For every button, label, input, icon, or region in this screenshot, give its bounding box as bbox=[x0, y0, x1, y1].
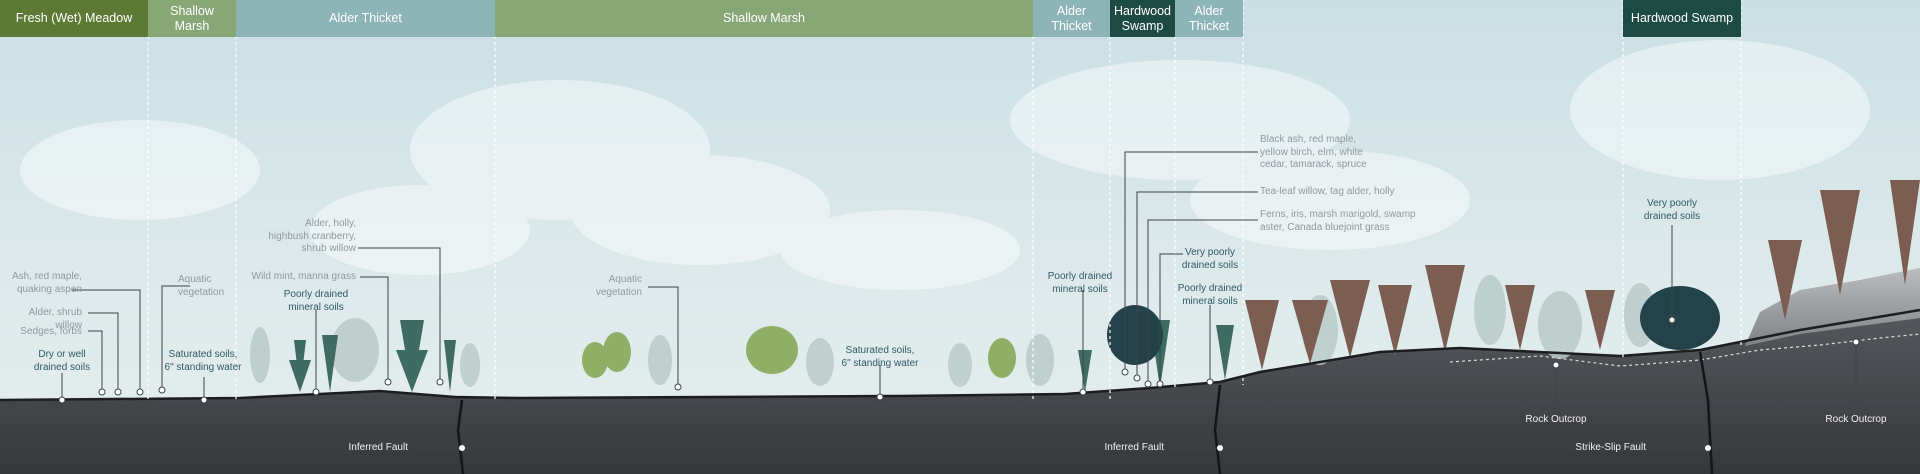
zone-hardwood-swamp-2: Hardwood Swamp bbox=[1623, 0, 1741, 37]
note-dry-soils: Dry or well drained soils bbox=[33, 349, 91, 373]
zone-label: Hardwood Swamp bbox=[1630, 11, 1734, 25]
zone-label: Shallow Marsh bbox=[170, 3, 214, 33]
note-poorly-drained-2: Poorly drained mineral soils bbox=[1047, 271, 1113, 295]
clouds bbox=[20, 40, 1870, 290]
ground-line bbox=[0, 308, 1920, 402]
red-conifers bbox=[1245, 180, 1920, 370]
note-alder-willow: Alder, shrub willow bbox=[28, 307, 82, 331]
note-ferns: Ferns, iris, marsh marigold, swamp aster… bbox=[1260, 209, 1416, 233]
zone-hardwood-swamp-1: Hardwood Swamp bbox=[1110, 0, 1175, 37]
note-ash-maple: Ash, red maple, quaking aspen bbox=[11, 271, 82, 295]
cliff-face bbox=[1745, 268, 1920, 346]
note-rock-outcrop-1: Rock Outcrop bbox=[1525, 414, 1587, 425]
note-black-ash: Black ash, red maple, yellow birch, elm,… bbox=[1260, 134, 1367, 170]
zone-shallow-marsh-2: Shallow Marsh bbox=[495, 0, 1033, 37]
zone-label: Alder Thicket bbox=[1188, 3, 1230, 33]
leader-lines bbox=[61, 151, 1857, 449]
note-very-poorly-1: Very poorly drained soils bbox=[1181, 247, 1239, 271]
note-sedges: Sedges, forbs bbox=[20, 326, 82, 337]
leader-dots bbox=[58, 316, 1860, 451]
note-very-poorly-2: Very poorly drained soils bbox=[1643, 198, 1701, 222]
zone-shallow-marsh-1: Shallow Marsh bbox=[148, 0, 236, 37]
swamp-trees bbox=[1107, 286, 1720, 365]
note-strike-slip-fault: Strike-Slip Fault bbox=[1575, 442, 1646, 453]
note-saturated-1: Saturated soils, 6" standing water bbox=[164, 349, 242, 373]
note-saturated-2: Saturated soils, 6" standing water bbox=[841, 345, 919, 369]
note-wild-mint: Wild mint, manna grass bbox=[251, 271, 356, 282]
note-poorly-drained-3: Poorly drained mineral soils bbox=[1177, 283, 1243, 307]
zone-alder-thicket-2: Alder Thicket bbox=[1033, 0, 1110, 37]
broadleaf-trees bbox=[582, 326, 1016, 378]
zone-alder-thicket-3: Alder Thicket bbox=[1175, 0, 1243, 37]
note-inferred-fault-2: Inferred Fault bbox=[1104, 442, 1164, 453]
zone-label: Shallow Marsh bbox=[723, 11, 805, 25]
note-alder-holly: Alder, holly, highbush cranberry, shrub … bbox=[268, 218, 356, 254]
note-inferred-fault-1: Inferred Fault bbox=[348, 442, 408, 453]
zone-alder-thicket-1: Alder Thicket bbox=[236, 0, 495, 37]
zone-label: Hardwood Swamp bbox=[1114, 3, 1171, 33]
note-aquatic-1: Aquatic vegetation bbox=[178, 274, 225, 298]
zone-label: Fresh (Wet) Meadow bbox=[15, 11, 133, 25]
rock-outcrop-line bbox=[1449, 333, 1920, 367]
zone-label: Alder Thicket bbox=[329, 11, 402, 25]
bedrock bbox=[0, 310, 1920, 474]
note-rock-outcrop-2: Rock Outcrop bbox=[1825, 414, 1887, 425]
trees bbox=[289, 320, 1234, 392]
note-tea-leaf: Tea-leaf willow, tag alder, holly bbox=[1260, 186, 1395, 197]
note-aquatic-2: Aquatic vegetation bbox=[595, 274, 642, 298]
zone-fresh-wet-meadow: Fresh (Wet) Meadow bbox=[0, 0, 148, 37]
zone-label: Alder Thicket bbox=[1051, 3, 1092, 33]
note-poorly-drained-1: Poorly drained mineral soils bbox=[283, 289, 349, 313]
